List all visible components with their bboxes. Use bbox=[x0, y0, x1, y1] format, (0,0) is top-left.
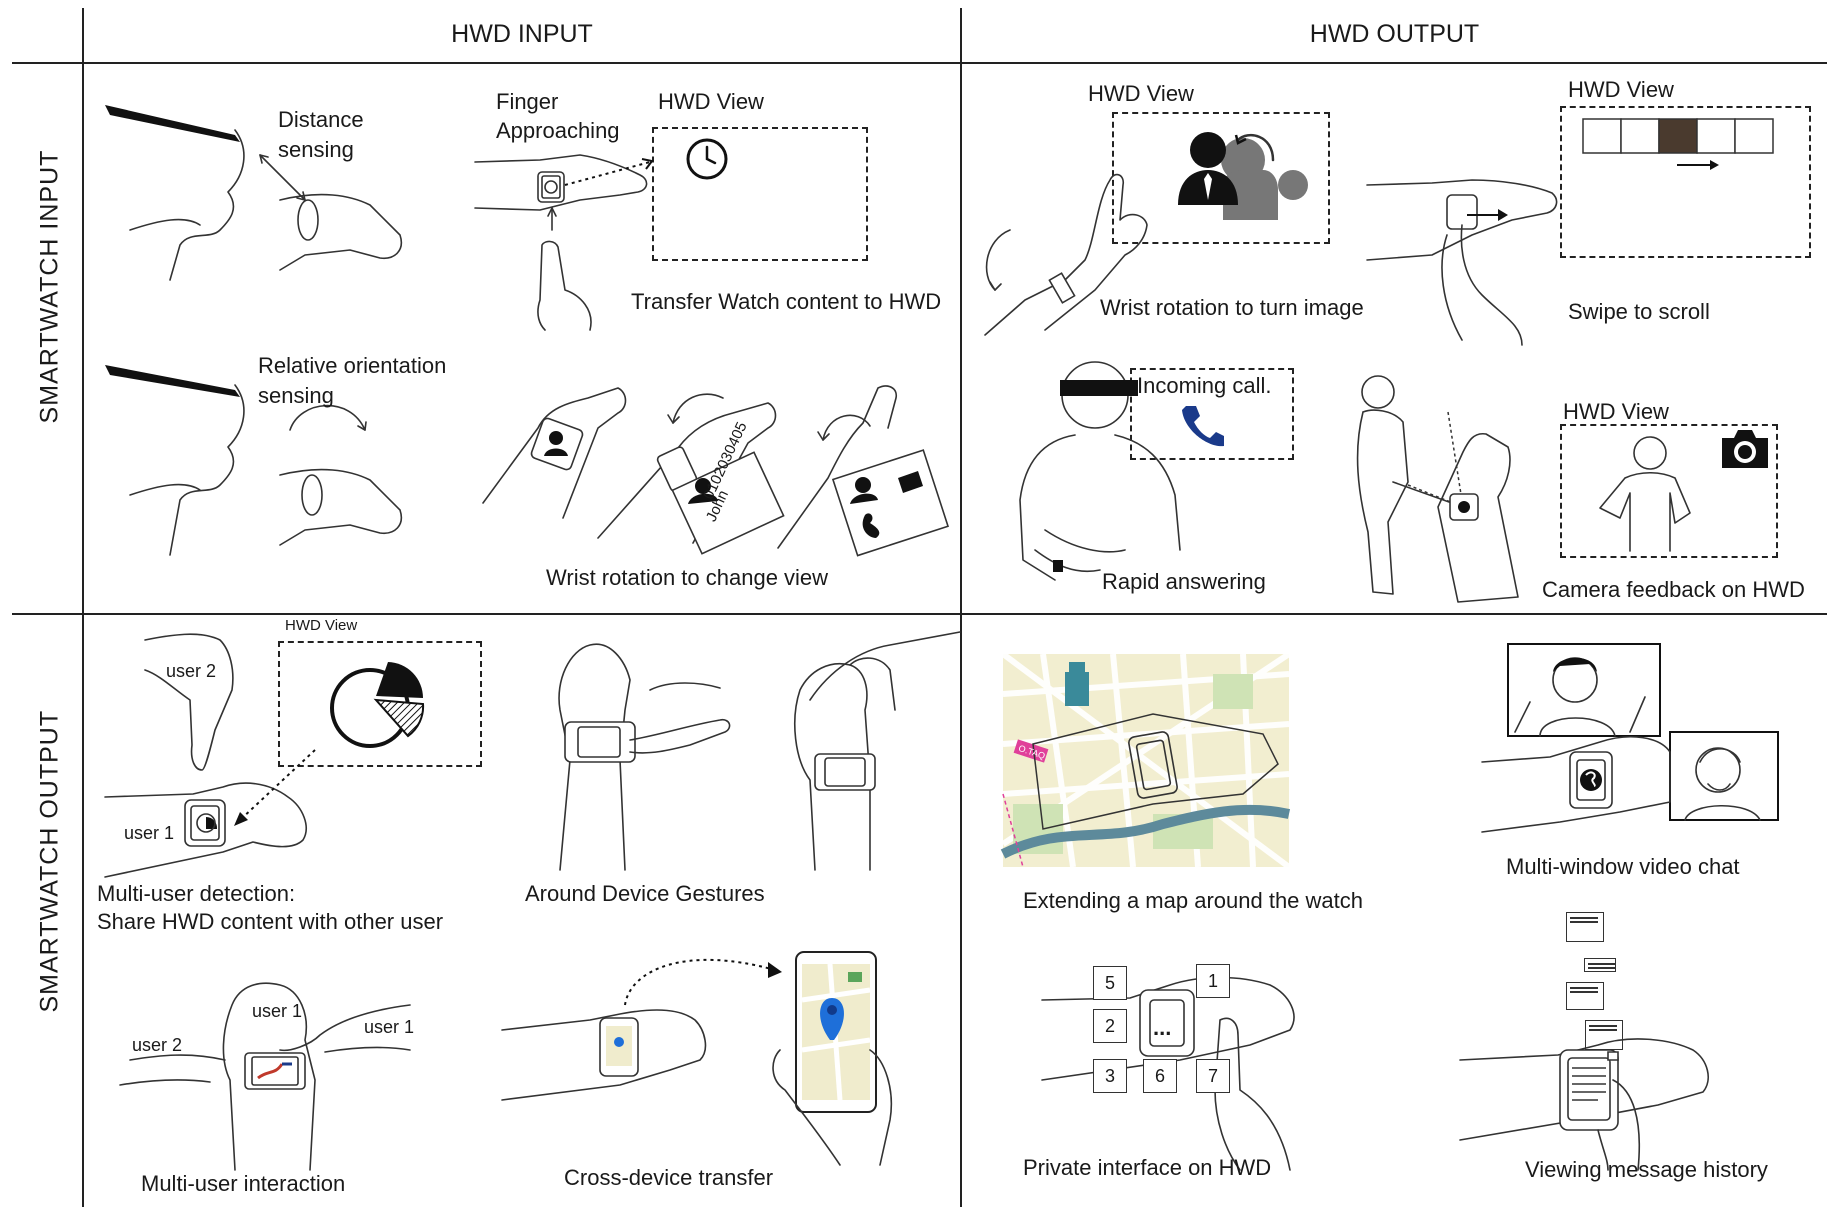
camera-user-illustration bbox=[1348, 372, 1578, 604]
private-key-5[interactable]: 5 bbox=[1093, 966, 1127, 1000]
rapid-caption: Rapid answering bbox=[1102, 568, 1266, 596]
rapid-answering-illustration bbox=[1015, 350, 1190, 605]
private-watch-ellipsis: ... bbox=[1153, 1014, 1171, 1042]
history-message-1 bbox=[1566, 912, 1604, 942]
private-interface-illustration bbox=[1040, 960, 1340, 1170]
multiuser-interaction-user2-label: user 2 bbox=[132, 1034, 182, 1057]
swipe-hwd-view-label: HWD View bbox=[1568, 76, 1674, 104]
map-caption: Extending a map around the watch bbox=[1023, 887, 1363, 915]
private-key-6[interactable]: 6 bbox=[1143, 1059, 1177, 1093]
orientation-label-line2: sensing bbox=[258, 382, 334, 410]
camera-caption: Camera feedback on HWD bbox=[1542, 576, 1805, 604]
private-key-1[interactable]: 1 bbox=[1196, 964, 1230, 998]
message-history-illustration bbox=[1458, 1020, 1758, 1170]
wrist-image-caption: Wrist rotation to turn image bbox=[1100, 294, 1364, 322]
cross-device-transfer-illustration bbox=[500, 950, 920, 1170]
multiuser-interaction-illustration bbox=[110, 960, 420, 1175]
grid-horizontal-middle bbox=[12, 613, 1827, 615]
private-caption: Private interface on HWD bbox=[1023, 1154, 1271, 1182]
share-arrow bbox=[230, 748, 320, 828]
column-header-hwd-input: HWD INPUT bbox=[84, 20, 960, 49]
around-caption: Around Device Gestures bbox=[525, 880, 765, 908]
orientation-label-line1: Relative orientation bbox=[258, 352, 446, 380]
grid-vertical-middle bbox=[960, 8, 962, 1207]
wrist-view-caption: Wrist rotation to change view bbox=[546, 564, 828, 592]
around-device-gestures-illustration bbox=[550, 630, 960, 875]
private-key-7[interactable]: 7 bbox=[1196, 1059, 1230, 1093]
private-key-2[interactable]: 2 bbox=[1093, 1009, 1127, 1043]
row-header-smartwatch-input: SMARTWATCH INPUT bbox=[36, 137, 65, 437]
private-key-3[interactable]: 3 bbox=[1093, 1059, 1127, 1093]
multiuser-detect-user1-label: user 1 bbox=[124, 822, 174, 845]
distance-label-line1: Distance bbox=[278, 106, 364, 134]
map-around-watch-illustration bbox=[1003, 654, 1289, 867]
history-message-2 bbox=[1584, 958, 1616, 972]
finger-label-line1: Finger bbox=[496, 88, 558, 116]
distance-label-line2: sensing bbox=[278, 136, 354, 164]
multiuser-interaction-caption: Multi-user interaction bbox=[141, 1170, 345, 1198]
multiuser-detect-caption-line2: Share HWD content with other user bbox=[97, 908, 443, 936]
videochat-caption: Multi-window video chat bbox=[1506, 853, 1740, 881]
swipe-caption: Swipe to scroll bbox=[1568, 298, 1710, 326]
column-header-hwd-output: HWD OUTPUT bbox=[962, 20, 1827, 49]
camera-subject-illustration bbox=[1595, 433, 1695, 553]
grid-vertical-left bbox=[82, 8, 84, 1207]
pie-chart-icon bbox=[328, 658, 428, 753]
multiuser-interaction-user1-label-b: user 1 bbox=[364, 1016, 414, 1039]
scroll-strip-icon bbox=[1582, 118, 1777, 174]
person-tie-icon bbox=[1178, 125, 1318, 220]
multiuser-detect-hwd-view-label: HWD View bbox=[285, 617, 357, 636]
finger-label-line2: Approaching bbox=[496, 117, 620, 145]
multiuser-detect-caption-line1: Multi-user detection: bbox=[97, 880, 295, 908]
camera-hwd-view-label: HWD View bbox=[1563, 398, 1669, 426]
finger-hwd-view-label: HWD View bbox=[658, 88, 764, 116]
history-caption: Viewing message history bbox=[1525, 1156, 1768, 1184]
glasses-user-distance-illustration bbox=[100, 80, 420, 300]
row-header-smartwatch-output: SMARTWATCH OUTPUT bbox=[36, 713, 65, 1013]
grid-horizontal-header bbox=[12, 62, 1827, 64]
camera-icon bbox=[1718, 428, 1772, 470]
video-chat-illustration bbox=[1480, 642, 1780, 857]
multiuser-detect-user2-label: user 2 bbox=[166, 660, 216, 683]
history-message-3 bbox=[1566, 982, 1604, 1010]
swipe-scroll-illustration bbox=[1362, 175, 1572, 345]
multiuser-interaction-user1-label-a: user 1 bbox=[252, 1000, 302, 1023]
wrist-image-hwd-view-label: HWD View bbox=[1088, 80, 1194, 108]
finger-caption: Transfer Watch content to HWD bbox=[631, 288, 941, 316]
transfer-caption: Cross-device transfer bbox=[564, 1164, 773, 1192]
clock-icon bbox=[685, 137, 729, 181]
